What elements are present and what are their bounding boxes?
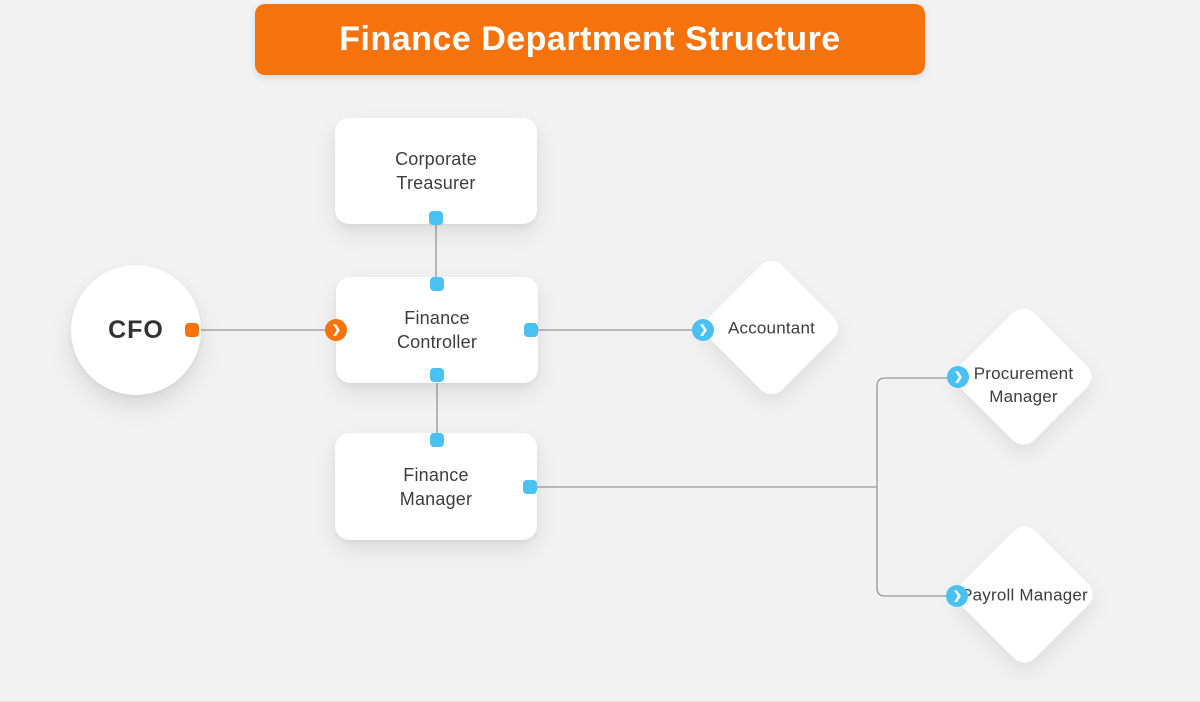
chevron-right-icon: ❯ [947,366,969,388]
node-finance-manager[interactable]: Finance Manager [335,433,537,540]
connector-dot-finance-manager-top [430,433,444,447]
connector-finance-manager-branch [530,377,958,597]
node-payroll-manager-label: Payroll Manager [961,585,1088,604]
node-accountant-label: Accountant [727,318,816,337]
chart-title-banner[interactable]: Finance Department Structure [255,4,925,75]
node-payroll-manager[interactable]: Payroll Manager [950,520,1099,669]
node-finance-controller-label: Finance Controller [396,308,478,352]
chart-title: Finance Department Structure [339,20,841,58]
node-finance-controller[interactable]: Finance Controller [336,277,538,383]
connector-dot-finance-controller-bottom [430,368,444,382]
connector-dot-finance-controller-top [430,277,444,291]
node-cfo[interactable]: CFO [71,265,201,395]
connector-dot-finance-manager-right [523,480,537,494]
chevron-right-icon: ❯ [946,585,968,607]
node-cfo-label: CFO [108,316,164,344]
node-procurement-manager[interactable]: Procurement Manager [949,302,1098,451]
node-corporate-treasurer[interactable]: Corporate Treasurer [335,118,537,224]
connector-dot-finance-controller-right [524,323,538,337]
chevron-right-icon: ❯ [692,319,714,341]
node-procurement-manager-label: Procurement Manager [973,363,1074,406]
node-accountant[interactable]: Accountant [698,254,845,401]
node-corporate-treasurer-label: Corporate Treasurer [395,149,477,193]
connector-dot-cfo-right [185,323,199,337]
node-finance-manager-label: Finance Manager [399,464,473,509]
chevron-right-icon: ❯ [325,319,347,341]
connector-dot-corporate-treasurer-bottom [429,211,443,225]
